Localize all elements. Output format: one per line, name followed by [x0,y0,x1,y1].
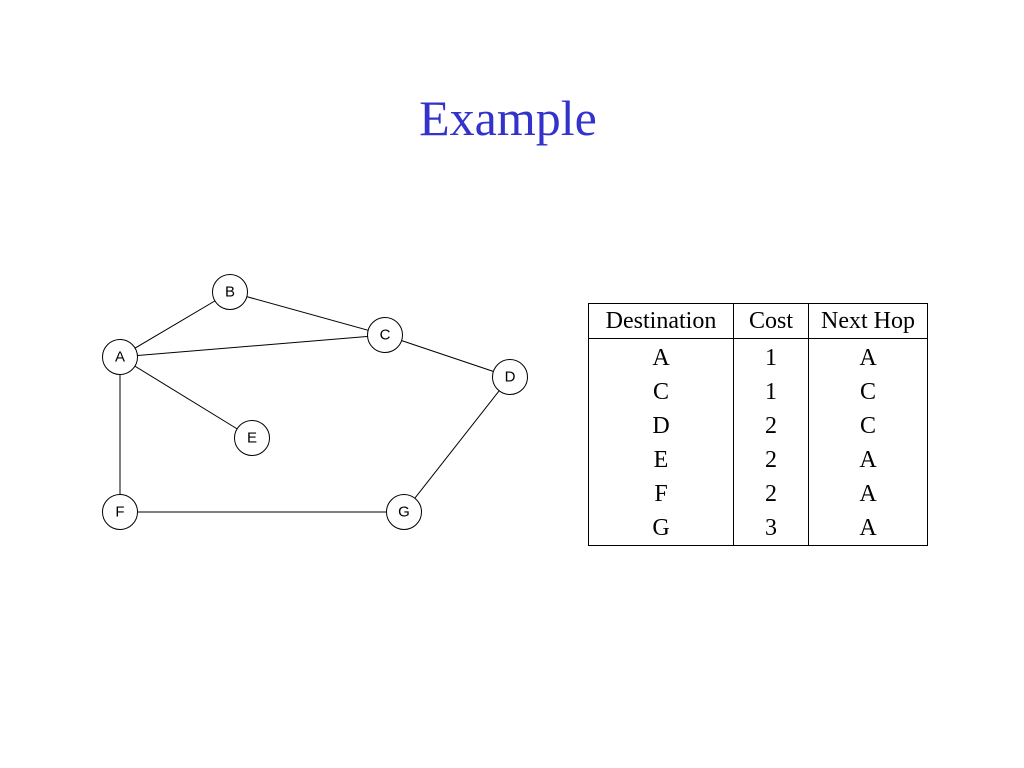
cell-destination: D [588,409,734,443]
cell-destination: G [588,511,734,546]
cell-next-hop: C [859,379,876,405]
node-e-label: E [247,430,257,447]
edge-a-e [119,356,253,439]
cell-next-hop: C [859,413,876,439]
header-next-hop: Next Hop [808,303,928,339]
node-f-label: F [115,504,124,521]
cell-cost: 1 [733,375,809,409]
node-c-label: C [380,327,391,344]
edge-d-g [403,376,511,513]
node-b: B [212,274,248,310]
cell-cost: 3 [733,511,809,546]
node-g-label: G [398,504,410,521]
table-row: F 2 A [588,477,928,511]
edge-a-c [119,334,386,358]
cell-cost: 1 [733,338,809,375]
cell-destination: A [588,338,734,375]
node-b-label: B [225,284,235,301]
cell-next-hop: A [859,481,877,507]
cell-destination: C [588,375,734,409]
edge-a-b [119,291,231,358]
node-f: F [102,494,138,530]
graph-nodes: A B C D E F G [102,274,528,530]
cell-cost: 2 [733,443,809,477]
cell-destination: F [588,477,734,511]
node-g: G [386,494,422,530]
routing-table: Destination Cost Next Hop A 1 A C 1 C D … [588,303,928,546]
node-e: E [234,420,270,456]
edge-c-d [384,334,511,378]
slide-title: Example [419,90,597,146]
node-d: D [492,359,528,395]
node-d-label: D [505,369,516,386]
header-destination: Destination [588,303,734,339]
cell-cost: 2 [733,409,809,443]
cell-next-hop: A [859,345,877,371]
cell-cost: 2 [733,477,809,511]
cell-destination: E [588,443,734,477]
routing-table-header-row: Destination Cost Next Hop [588,303,928,339]
node-c: C [367,317,403,353]
table-row: E 2 A [588,443,928,477]
cell-next-hop: A [859,515,877,541]
table-row: G 3 A [588,511,928,546]
table-row: A 1 A [588,338,928,375]
edge-b-c [229,291,386,336]
node-a: A [102,339,138,375]
table-row: C 1 C [588,375,928,409]
cell-next-hop: A [859,447,877,473]
table-row: D 2 C [588,409,928,443]
header-cost: Cost [733,303,809,339]
node-a-label: A [115,349,125,366]
graph-edges [119,291,511,513]
